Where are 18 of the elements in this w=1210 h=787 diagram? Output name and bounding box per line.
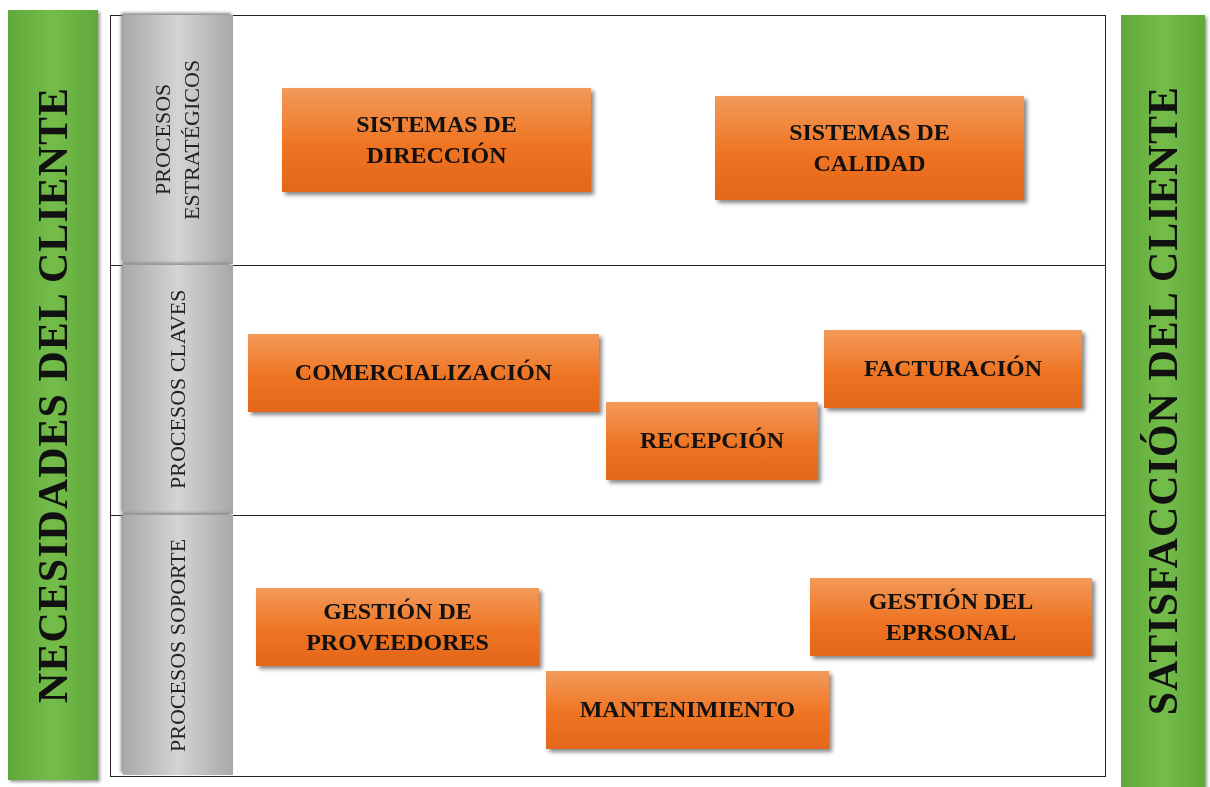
process-box: GESTIÓN DE PROVEEDORES	[256, 588, 539, 666]
process-box: RECEPCIÓN	[606, 402, 818, 480]
row-heading: PROCESOS ESTRATÉGICOS	[123, 15, 233, 264]
process-row	[110, 265, 1106, 516]
process-box: COMERCIALIZACIÓN	[248, 334, 599, 412]
customer-bar	[8, 10, 98, 780]
bar-title: NECESIDADES DEL CLIENTE	[29, 87, 77, 703]
process-row	[110, 15, 1106, 266]
process-box: GESTIÓN DEL EPRSONAL	[810, 578, 1092, 656]
row-heading: PROCESOS SOPORTE	[123, 515, 233, 775]
customer-bar	[1121, 15, 1205, 787]
process-box: SISTEMAS DE CALIDAD	[715, 96, 1024, 200]
bar-title: SATISFACCIÓN DEL CLIENTE	[1139, 86, 1187, 716]
process-box: FACTURACIÓN	[824, 330, 1082, 408]
row-heading: PROCESOS CLAVES	[123, 265, 233, 514]
process-box: MANTENIMIENTO	[546, 671, 829, 749]
process-row	[110, 515, 1106, 777]
process-box: SISTEMAS DE DIRECCIÓN	[282, 88, 591, 192]
